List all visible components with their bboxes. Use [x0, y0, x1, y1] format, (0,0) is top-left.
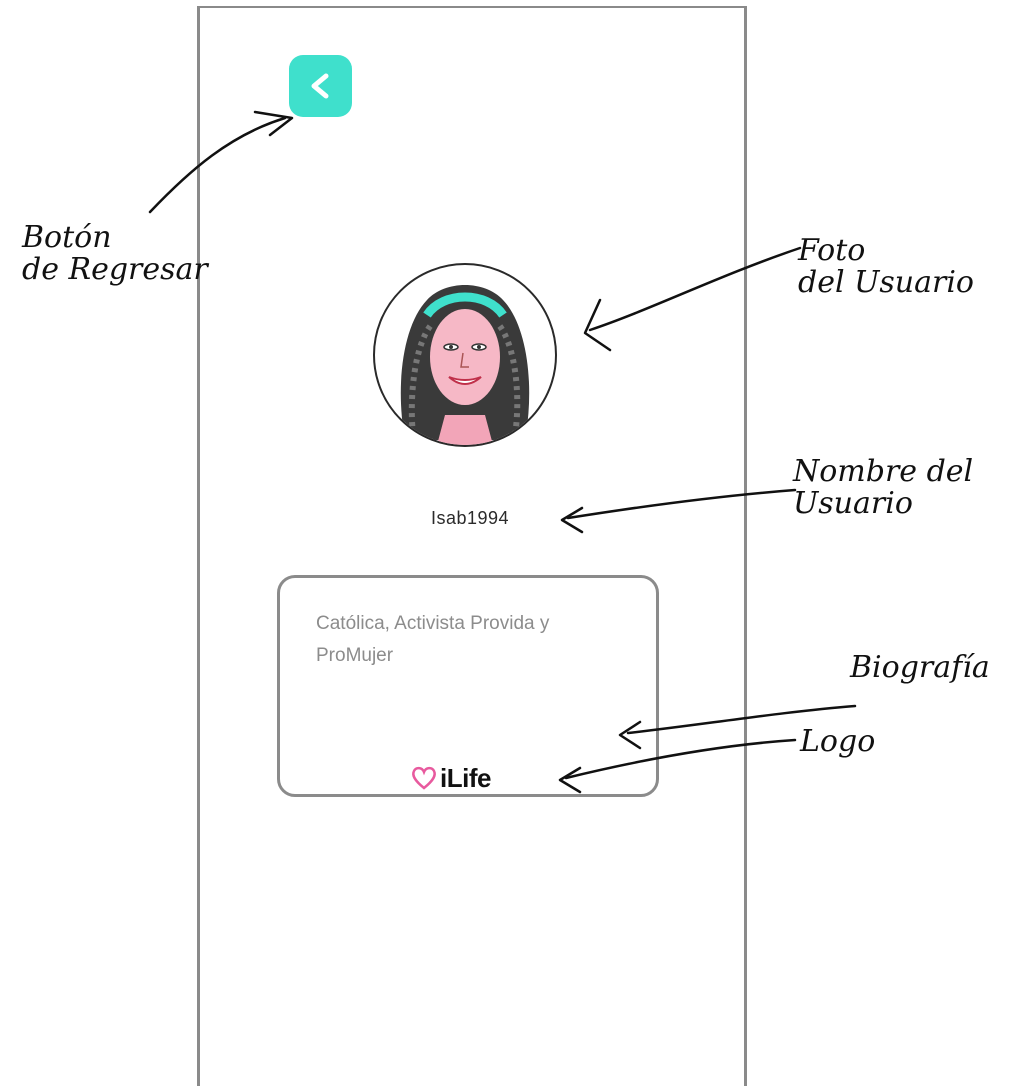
- phone-frame: [197, 6, 747, 1086]
- username: Isab1994: [430, 508, 510, 528]
- annotation-bio: Biografía: [850, 650, 990, 685]
- annotation-name: Nombre del Usuario: [793, 454, 974, 521]
- bio-text: Católica, Activista Provida y ProMujer: [316, 613, 550, 666]
- chevron-left-icon: [311, 73, 328, 99]
- logo-text: iLife: [440, 762, 491, 793]
- annotation-photo: Foto del Usuario: [798, 233, 974, 300]
- app-logo: iLife: [410, 760, 540, 796]
- back-button[interactable]: [289, 55, 352, 117]
- annotation-back: Botón de Regresar: [22, 220, 208, 287]
- bio-box[interactable]: Católica, Activista Provida y ProMujer: [277, 575, 659, 797]
- user-photo: [373, 263, 557, 447]
- heart-outline-icon: [412, 766, 436, 790]
- annotation-logo: Logo: [800, 724, 876, 759]
